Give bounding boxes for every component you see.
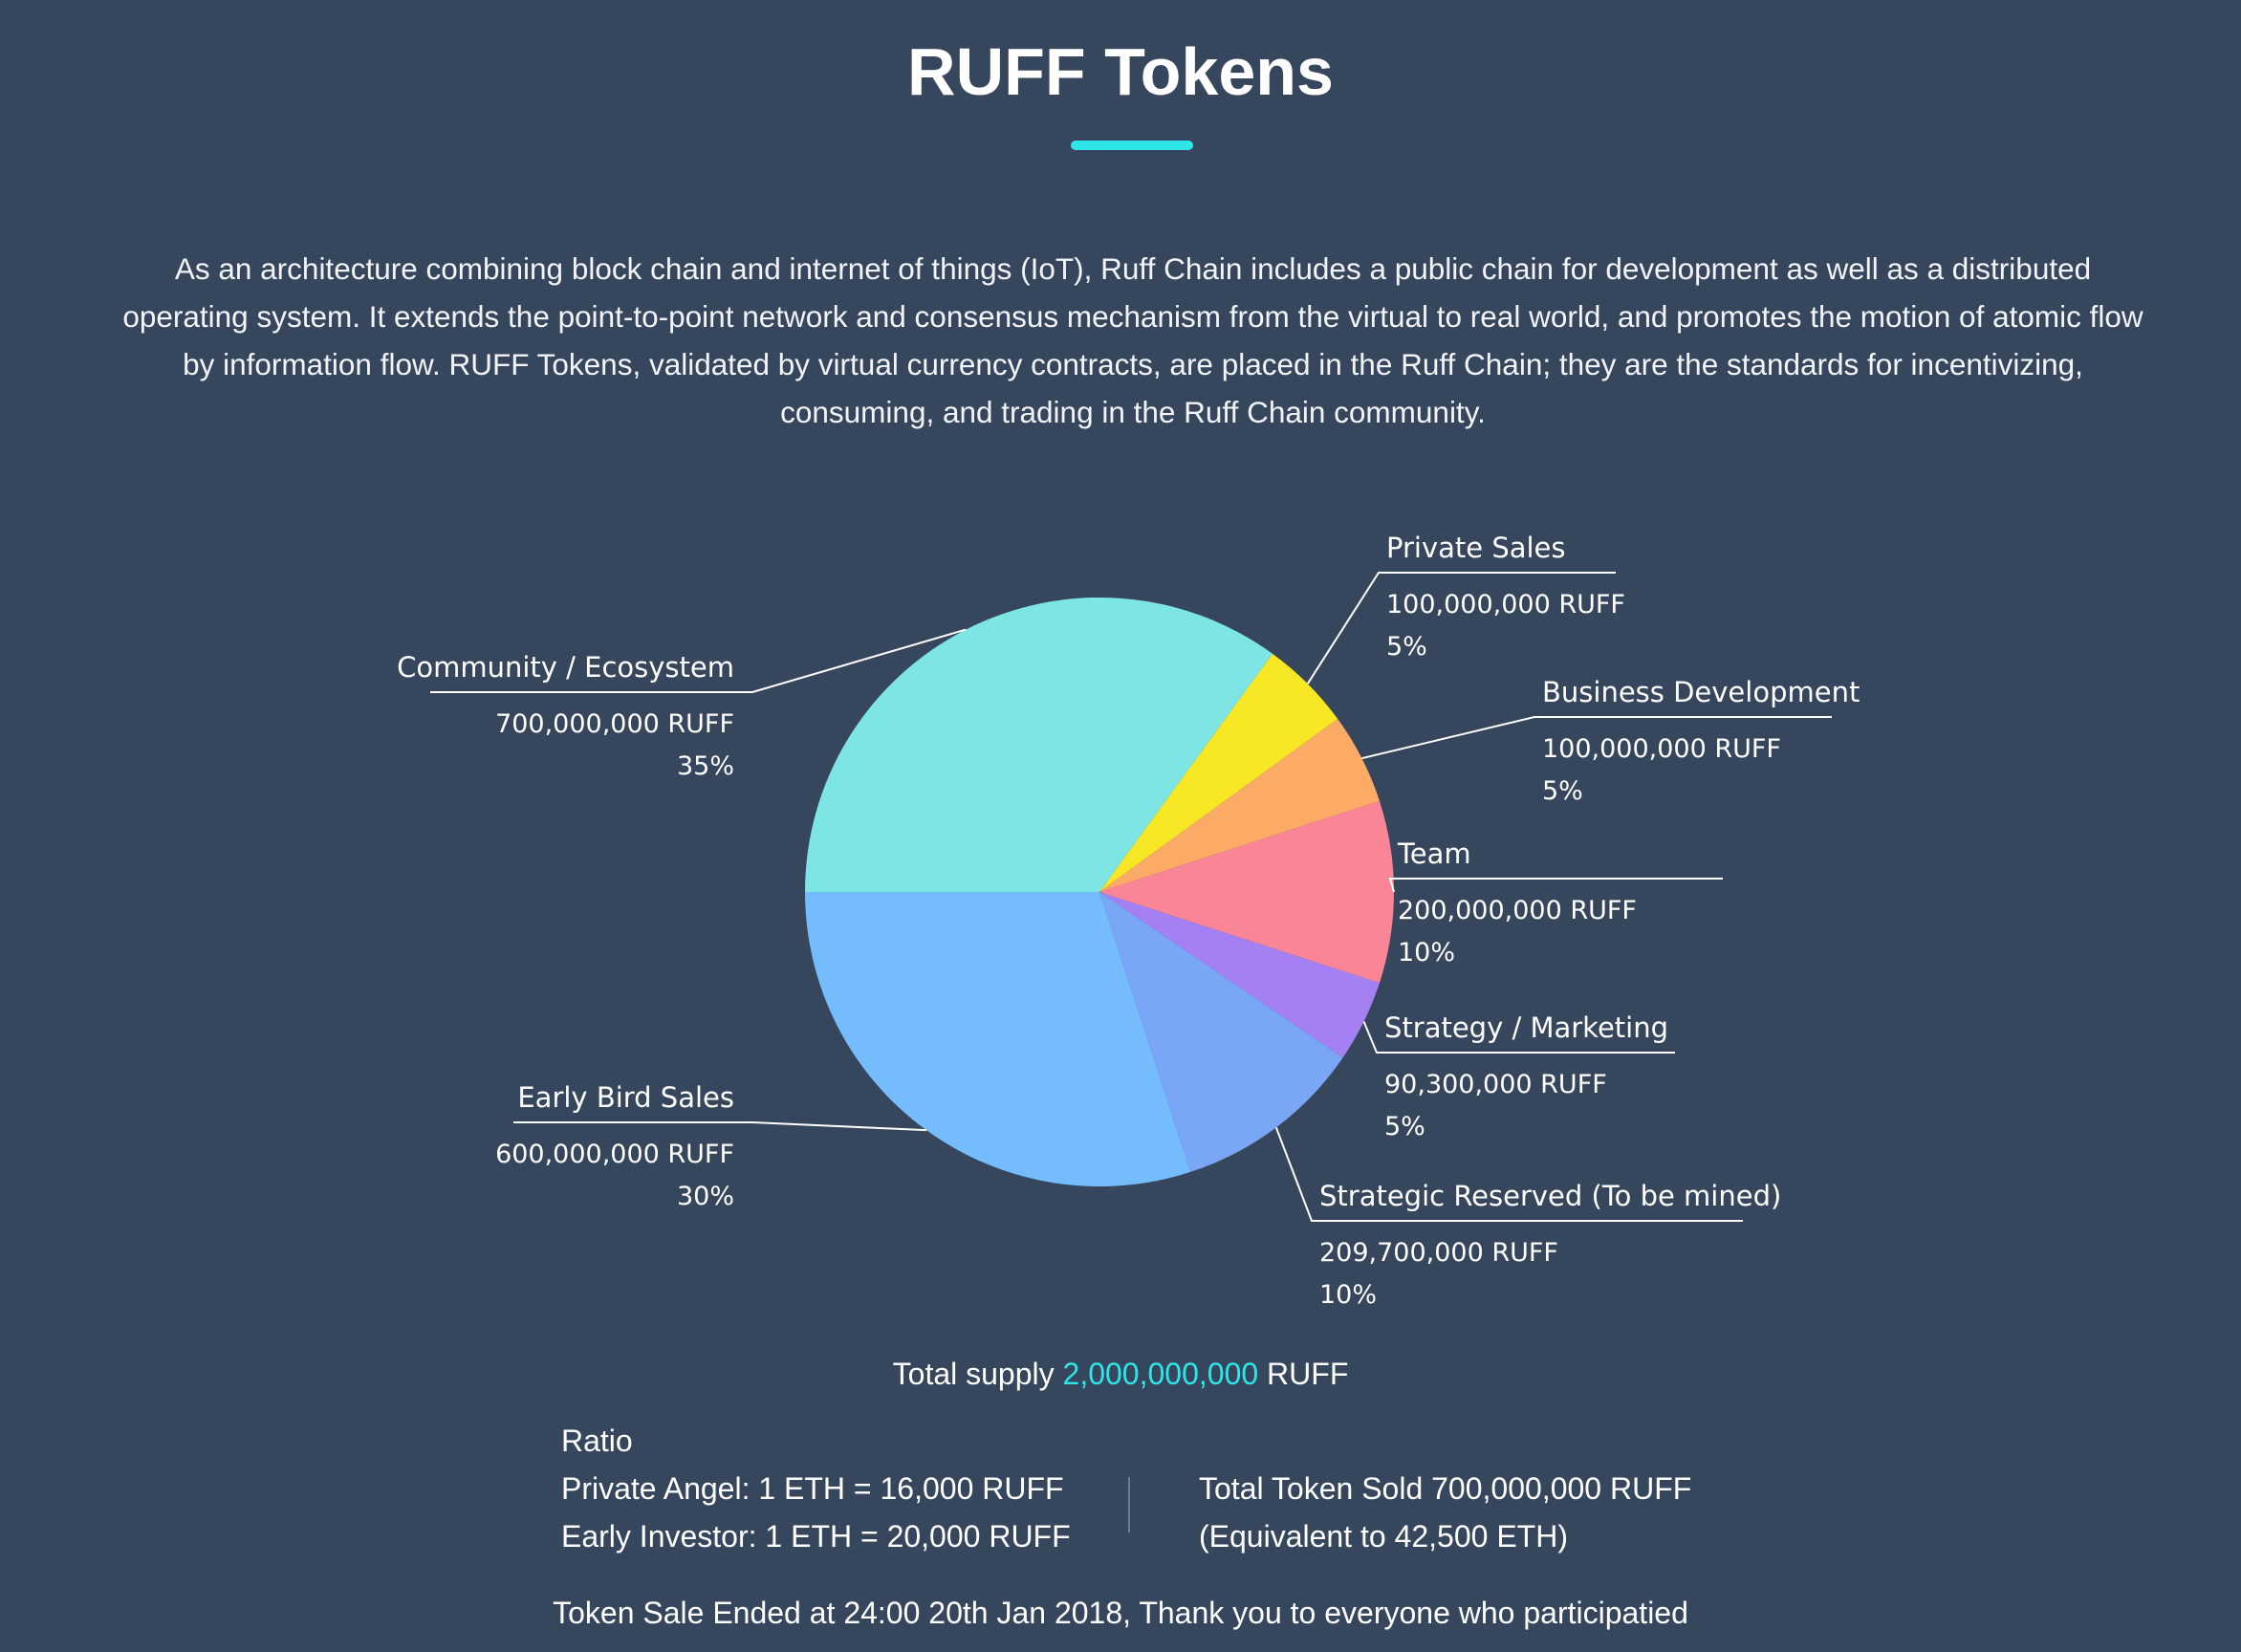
pie-slice-strategy-marketing	[1099, 892, 1380, 1058]
sale-ended-notice: Token Sale Ended at 24:00 20th Jan 2018,…	[553, 1596, 1688, 1630]
slice-label-strategy-marketing: Strategy / Marketing	[1384, 1011, 1668, 1044]
slice-label-community-ecosystem: Community / Ecosystem	[397, 651, 734, 684]
page-title: RUFF Tokens	[907, 34, 1334, 109]
slice-amount-strategic-reserved-to-be-mined: 209,700,000 RUFF	[1319, 1238, 1558, 1268]
slice-label-team: Team	[1397, 837, 1471, 870]
callout-line-early-bird-sales	[513, 1121, 927, 1132]
pie-slice-team	[1099, 800, 1394, 984]
title-underline	[1071, 141, 1193, 150]
slice-percent-private-sales: 5%	[1386, 632, 1427, 662]
total-supply-prefix: Total supply	[892, 1357, 1055, 1391]
total-supply-unit: RUFF	[1267, 1357, 1349, 1391]
slice-amount-private-sales: 100,000,000 RUFF	[1386, 590, 1625, 620]
slice-amount-community-ecosystem: 700,000,000 RUFF	[495, 709, 734, 739]
slice-label-business-development: Business Development	[1542, 676, 1860, 708]
pie-slice-business-development	[1099, 718, 1380, 892]
slice-percent-team: 10%	[1398, 938, 1455, 967]
slice-percent-strategic-reserved-to-be-mined: 10%	[1319, 1280, 1377, 1310]
ratio-block: Ratio Private Angel: 1 ETH = 16,000 RUFF…	[561, 1417, 1071, 1560]
slice-percent-community-ecosystem: 35%	[677, 751, 734, 781]
ratio-heading: Ratio	[561, 1424, 633, 1458]
pie-slice-strategic-reserved-to-be-mined	[1099, 892, 1343, 1172]
ratio-divider	[1128, 1477, 1130, 1532]
slice-percent-early-bird-sales: 30%	[677, 1182, 734, 1211]
total-supply-value: 2,000,000,000	[1062, 1357, 1259, 1391]
callout-line-private-sales	[1306, 572, 1616, 685]
pie-slices	[805, 598, 1394, 1186]
slice-percent-business-development: 5%	[1542, 776, 1583, 806]
total-supply: Total supply 2,000,000,000 RUFF	[0, 1350, 2241, 1398]
slice-label-strategic-reserved-to-be-mined: Strategic Reserved (To be mined)	[1319, 1180, 1781, 1212]
slice-label-private-sales: Private Sales	[1386, 532, 1566, 564]
tokens-sold-block: Total Token Sold 700,000,000 RUFF (Equiv…	[1199, 1465, 1691, 1560]
slice-amount-strategy-marketing: 90,300,000 RUFF	[1384, 1070, 1607, 1099]
pie-slice-early-bird-sales	[805, 892, 1191, 1186]
pie-callouts: Community / Ecosystem 700,000,000 RUFF 35%…	[397, 532, 1860, 1310]
slice-amount-business-development: 100,000,000 RUFF	[1542, 734, 1781, 764]
pie-slice-community-ecosystem	[805, 598, 1273, 892]
token-distribution-pie-chart: Community / Ecosystem 700,000,000 RUFF 35%…	[397, 532, 1860, 1310]
callout-line-community-ecosystem	[430, 628, 967, 693]
slice-percent-strategy-marketing: 5%	[1384, 1112, 1425, 1141]
callout-line-strategy-marketing	[1362, 1021, 1675, 1054]
tokens-sold-total: Total Token Sold 700,000,000 RUFF	[1199, 1471, 1692, 1506]
ratio-early-investor: Early Investor: 1 ETH = 20,000 RUFF	[561, 1519, 1071, 1554]
callout-line-business-development	[1361, 716, 1832, 760]
slice-label-early-bird-sales: Early Bird Sales	[517, 1081, 734, 1114]
pie-slice-private-sales	[1099, 653, 1338, 892]
slice-amount-team: 200,000,000 RUFF	[1398, 896, 1637, 925]
slice-amount-early-bird-sales: 600,000,000 RUFF	[495, 1140, 734, 1169]
intro-paragraph: As an architecture combining block chain…	[122, 251, 2143, 429]
tokens-sold-eth-equivalent: (Equivalent to 42,500 ETH)	[1199, 1519, 1568, 1554]
callout-line-strategic-reserved-to-be-mined	[1274, 1127, 1743, 1222]
ratio-private-angel: Private Angel: 1 ETH = 16,000 RUFF	[561, 1471, 1064, 1506]
callout-line-team	[1388, 878, 1723, 893]
